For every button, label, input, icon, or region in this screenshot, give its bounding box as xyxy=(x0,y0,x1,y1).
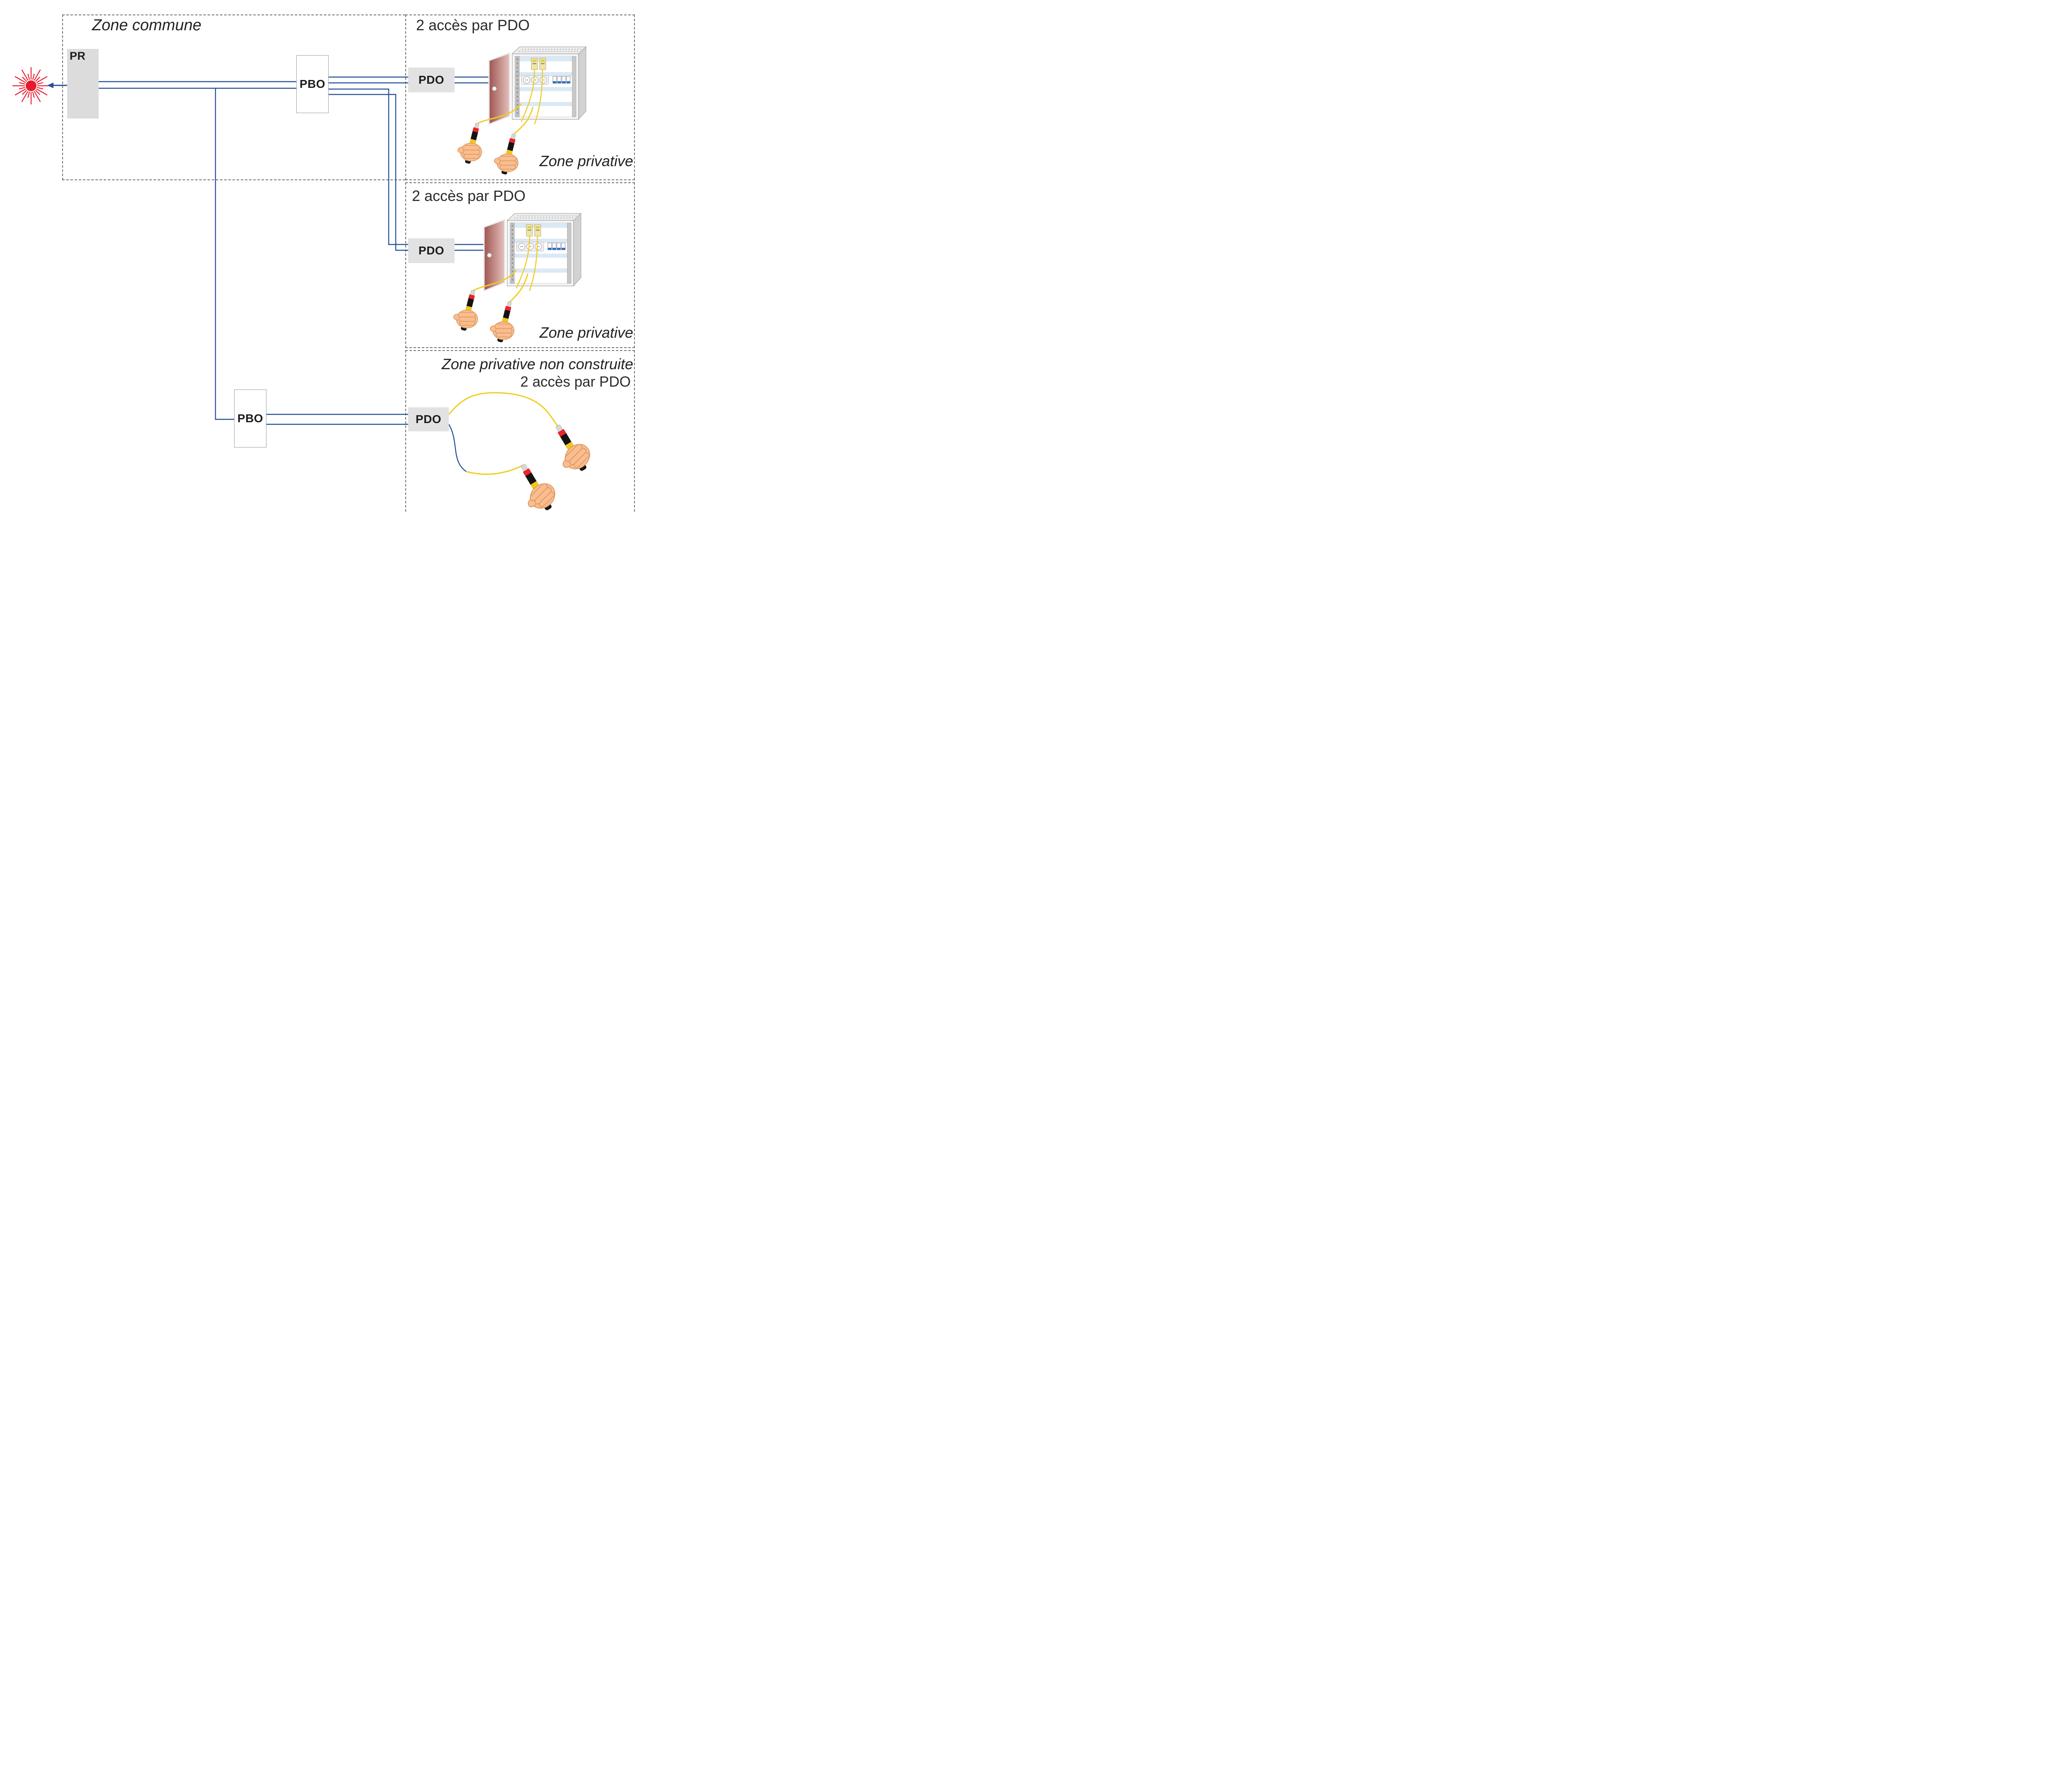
pbo-bottom-node: PBO xyxy=(234,389,266,448)
fiber-cabinet-icon xyxy=(488,46,587,125)
hand-with-fiber-pen-icon xyxy=(490,301,515,343)
zone-privative-middle-region xyxy=(405,182,635,348)
zone-middle-privative-label: Zone privative xyxy=(539,324,633,341)
hand-with-fiber-pen-icon xyxy=(504,460,563,513)
hand-with-fiber-pen-icon xyxy=(494,133,519,175)
zone-privative-bottom-region xyxy=(405,350,635,513)
pdo-middle-node: PDO xyxy=(408,238,455,263)
fiber-cabinet-icon xyxy=(483,213,582,292)
pr-node: PR xyxy=(67,49,99,119)
zone-bottom-title-line2: 2 accès par PDO xyxy=(520,374,631,390)
pbo-top-node: PBO xyxy=(296,55,329,113)
pdo-bottom-node: PDO xyxy=(408,407,449,431)
hand-with-fiber-pen-icon xyxy=(453,289,478,331)
pbo-bottom-node-label: PBO xyxy=(237,412,264,425)
zone-top-privative-label: Zone privative xyxy=(539,152,633,169)
fiber-connection-lines xyxy=(98,76,496,472)
laser-burst-icon xyxy=(12,67,50,104)
pbo-top-node-label: PBO xyxy=(299,77,326,90)
zone-commune-label: Zone commune xyxy=(92,17,202,34)
pdo-top-node: PDO xyxy=(408,68,455,92)
ftth-diagram: Zone commune 2 accès par PDO Zone privat… xyxy=(0,0,642,513)
pr-node-label: PR xyxy=(70,50,86,62)
patch-fiber-lines xyxy=(448,103,559,475)
zone-bottom-title-line1: Zone privative non construite xyxy=(441,356,633,373)
pdo-middle-node-label: PDO xyxy=(418,244,445,257)
pdo-bottom-node-label: PDO xyxy=(415,413,442,426)
zone-privative-top-region xyxy=(405,15,635,180)
zone-middle-title: 2 accès par PDO xyxy=(412,187,526,204)
diagram-graphics xyxy=(12,46,598,513)
arrow-left-icon xyxy=(47,82,67,88)
pdo-top-node-label: PDO xyxy=(418,73,445,86)
zone-commune-region xyxy=(62,15,405,180)
hand-with-fiber-pen-icon xyxy=(539,421,598,479)
zone-top-title: 2 accès par PDO xyxy=(416,17,530,34)
hand-with-fiber-pen-icon xyxy=(457,122,482,165)
